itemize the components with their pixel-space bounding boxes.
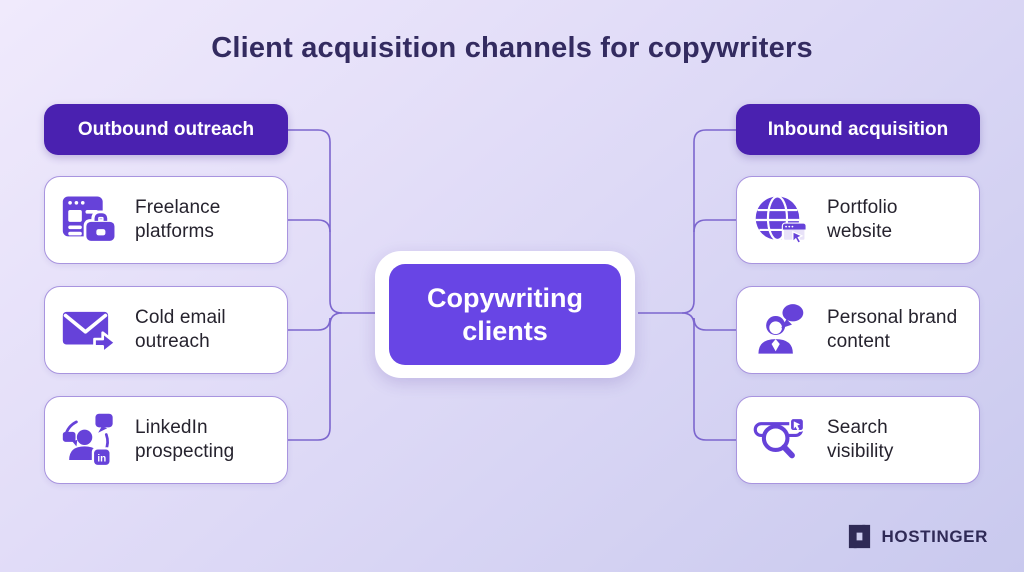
linkedin-prospecting-icon: in [61,411,119,469]
freelance-platforms-icon [61,191,119,249]
portfolio-website-icon [753,191,811,249]
card-label-line: website [827,221,893,242]
inbound-acquisition-header: Inbound acquisition [736,104,980,155]
card-label-line: Personal brand [827,306,958,328]
card-label-line: outreach [135,331,210,352]
card-label-line: Freelance [135,196,221,218]
card-label: Personal brand content [827,306,957,355]
card-label: Freelance platforms [135,196,220,245]
card-label-line: visibility [827,441,894,462]
inbound-acquisition-label: Inbound acquisition [767,118,949,140]
card-label-line: content [827,331,891,352]
svg-text:in: in [97,453,106,464]
card-label-line: Cold email [135,306,226,328]
center-node-line: clients [462,315,548,346]
outbound-outreach-label: Outbound outreach [77,118,255,140]
card-label-line: platforms [135,221,215,242]
card-portfolio-website: Portfolio website [736,176,980,264]
card-label: LinkedIn prospecting [135,416,234,465]
card-label-line: prospecting [135,441,235,462]
center-node-inner: Copywriting clients [389,264,621,365]
personal-brand-icon [753,301,811,359]
card-linkedin-prospecting: in LinkedIn prospecting [44,396,288,484]
card-label: Search visibility [827,416,893,465]
brand-name: HOSTINGER [881,526,988,546]
center-node-line: Copywriting [427,282,583,313]
card-label-line: Search [827,416,888,438]
card-cold-email-outreach: Cold email outreach [44,286,288,374]
outbound-outreach-header: Outbound outreach [44,104,288,155]
card-freelance-platforms: Freelance platforms [44,176,288,264]
center-node: Copywriting clients [375,251,635,378]
card-label: Cold email outreach [135,306,226,355]
search-visibility-icon [753,411,811,469]
card-label: Portfolio website [827,196,898,245]
page-title: Client acquisition channels for copywrit… [211,32,813,64]
card-search-visibility: Search visibility [736,396,980,484]
card-label-line: LinkedIn [135,416,208,438]
hostinger-logo-icon [846,523,873,550]
card-label-line: Portfolio [827,196,898,218]
cold-email-icon [61,301,119,359]
brand-footer: HOSTINGER [846,523,988,550]
card-personal-brand-content: Personal brand content [736,286,980,374]
